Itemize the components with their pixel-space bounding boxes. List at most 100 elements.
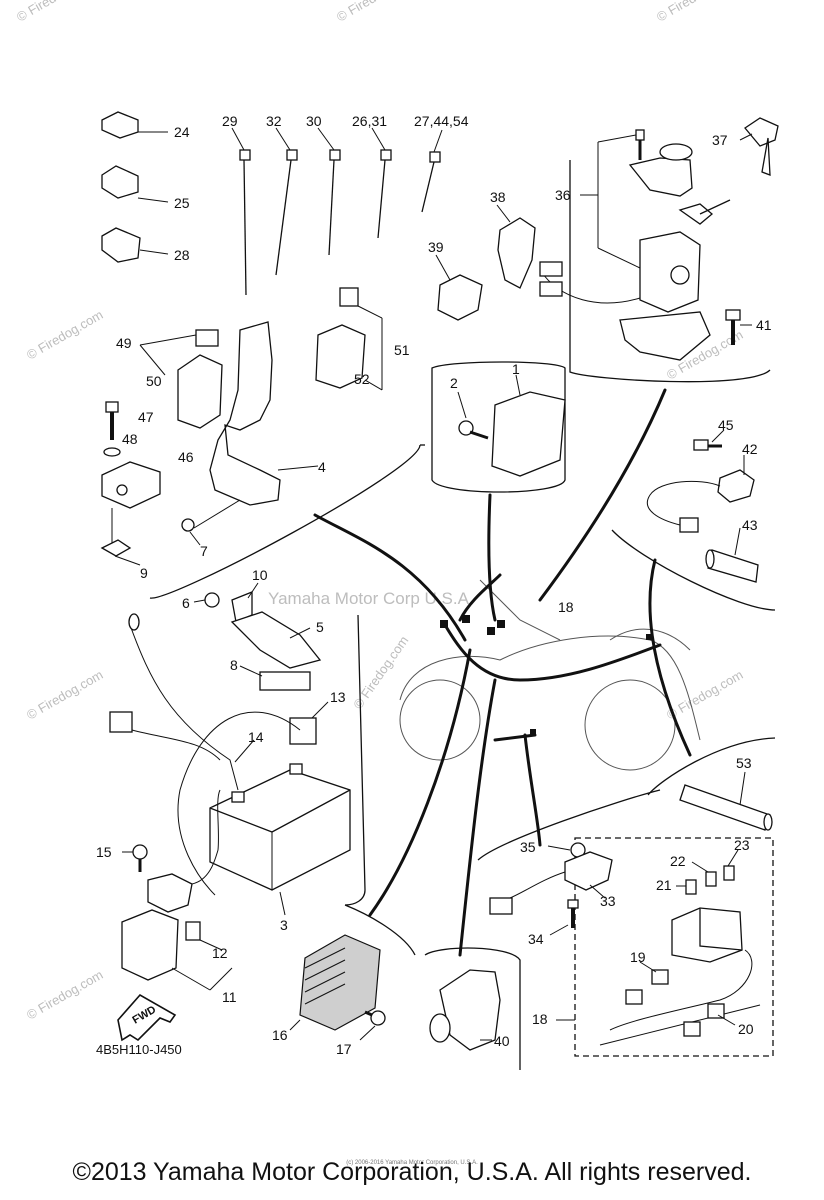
callout: 11 [222,989,237,1005]
starter-relay-11 [121,789,233,991]
bracket-4 [209,321,319,506]
callout: 1 [512,361,520,377]
bolt-6 [193,592,220,608]
callout: 16 [272,1027,288,1043]
callout: 39 [428,239,444,255]
callout: 23 [734,837,750,853]
callout: 47 [138,409,154,425]
watermark-site: © Firedog.com [24,667,106,723]
callout: 20 [738,1021,754,1037]
callout: 12 [212,945,228,961]
callout: 25 [174,195,190,211]
pad-8 [239,665,311,691]
callout: 19 [630,949,646,965]
clamp-39 [435,254,483,321]
bolt-34 [549,899,579,936]
clip-7 [181,499,241,546]
callout: 53 [736,755,752,771]
callout: 51 [394,342,410,358]
callout: 9 [140,565,148,581]
section-boundaries [149,160,776,1070]
callout: 34 [528,931,544,947]
callout: 38 [490,189,506,205]
copyright-footer: ©2013 Yamaha Motor Corporation, U.S.A. A… [72,1158,752,1186]
band-5 [230,611,322,669]
callout: 29 [222,113,238,129]
clamp-24 [101,111,168,139]
watermark-site: © Firedog.com [14,0,96,25]
callout: 35 [520,839,536,855]
watermark-site: © Firedog.com [664,667,746,723]
sensor-42 [647,429,755,533]
cable-ties [231,127,443,296]
sensor-40 [429,969,501,1051]
watermark-site: © Firedog.com [334,0,416,25]
bolt-35 [547,842,586,858]
callout: 3 [280,917,288,933]
callout: 18 [558,599,574,615]
callout: 24 [174,124,190,140]
watermark-site: © Firedog.com [24,307,106,363]
callout: 52 [354,371,370,387]
watermark-center: Yamaha Motor Corp U.S.A. [268,589,474,608]
callout: 46 [178,449,194,465]
callout: 14 [248,729,264,745]
washer-48 [103,447,121,457]
ecu-1 [491,374,566,477]
callout: 7 [200,543,208,559]
watermarks: © Firedog.com © Firedog.com © Firedog.co… [14,0,746,1023]
small-copyright: (c) 2006-2016 Yamaha Motor Corporation, … [346,1160,478,1166]
fuse-box [556,849,761,1046]
key-37 [739,117,779,176]
diagram-code: 4B5H110-J450 [96,1042,182,1057]
cable-14 [109,613,301,896]
motorcycle-silhouette [399,579,701,771]
callout: 2 [450,375,458,391]
callout: 28 [174,247,190,263]
callout: 18 [532,1011,548,1027]
relay-51-52 [315,287,383,391]
callout: 21 [656,877,672,893]
callout: 13 [330,689,346,705]
callout: 48 [122,431,138,447]
callout: 41 [756,317,772,333]
callout: 8 [230,657,238,673]
watermark-site: © Firedog.com [654,0,736,25]
callout: 15 [96,844,112,860]
watermark-site: © Firedog.com [24,967,106,1023]
callout: 10 [252,567,268,583]
tube-53 [679,771,773,831]
callout: 33 [600,893,616,909]
callout: 42 [742,441,758,457]
fuse-box-group [574,837,774,1057]
clamp-25 [101,165,169,203]
switch-33 [489,851,613,915]
callout: 36 [555,187,571,203]
callout: 6 [182,595,190,611]
bolt-15 [122,844,148,872]
callout-labels: 24 25 28 29 32 30 26,31 27,44,54 37 36 3… [96,113,772,1057]
relay-49-50 [139,329,223,429]
callout: 37 [712,132,728,148]
rectifier-16 [289,934,381,1031]
callout: 27,44,54 [414,113,469,129]
cover-38 [496,204,536,289]
bolt-17 [359,1010,386,1041]
battery-3 [209,763,351,916]
bolt-47 [105,401,119,440]
callout: 5 [316,619,324,635]
bracket-10 [231,582,259,623]
cover-13 [289,701,329,745]
clip-9 [100,539,141,566]
bolt-2 [457,391,489,440]
callout: 43 [742,517,758,533]
callout: 30 [306,113,322,129]
sensor-46 [101,461,161,545]
callout: 32 [266,113,282,129]
callout: 4 [318,459,326,475]
callout: 49 [116,335,132,351]
callout: 22 [670,853,686,869]
fwd-arrow: FWD [117,993,177,1042]
callout: 26,31 [352,113,387,129]
